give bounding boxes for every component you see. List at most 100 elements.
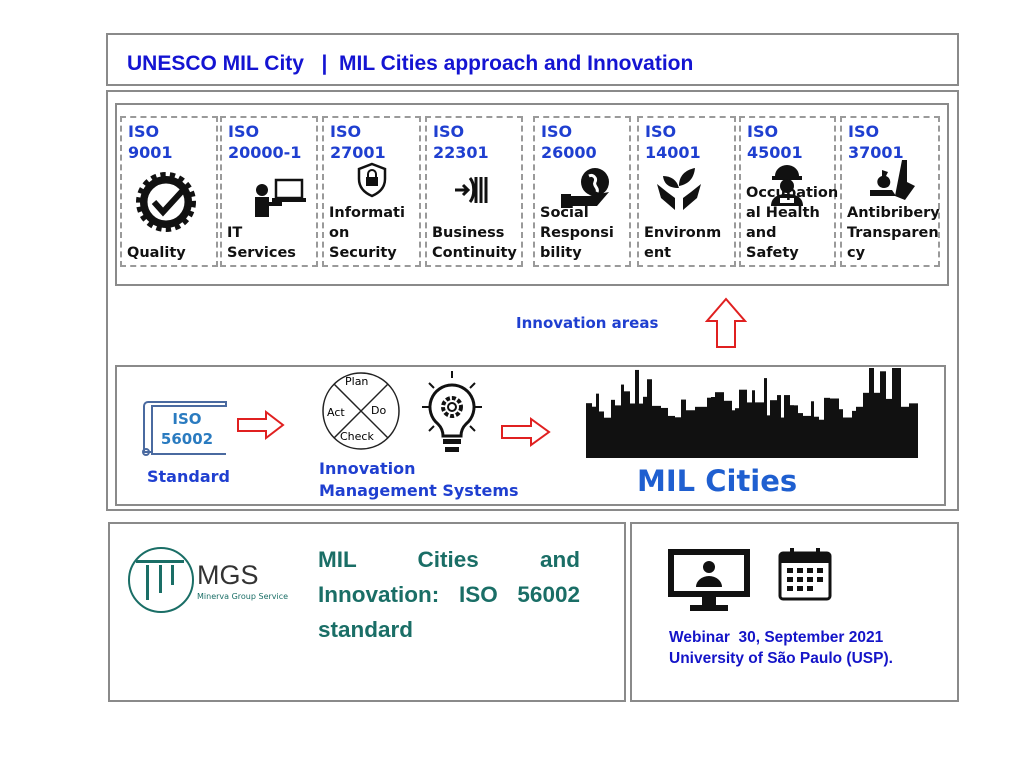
mil-cities-label: MIL Cities	[637, 464, 798, 498]
shield-lock-icon	[356, 162, 388, 202]
skyline-building	[611, 399, 615, 431]
header-box	[106, 33, 959, 86]
skyline-building	[615, 405, 621, 431]
mgs-logo	[128, 547, 194, 613]
skyline-building	[635, 369, 639, 431]
skyline-building	[764, 378, 767, 431]
skyline-building	[839, 409, 843, 431]
skyline-building	[592, 406, 596, 431]
globe-hand-icon	[559, 166, 615, 216]
skyline-building	[596, 393, 599, 431]
pdca-do: Do	[371, 404, 387, 417]
ims-label-line-1: Innovation	[319, 459, 416, 478]
skyline-building	[715, 392, 724, 431]
iso-code: ISO	[645, 122, 677, 141]
standard-label: Occupation al Health and Safety	[746, 185, 839, 261]
worker-icon	[765, 160, 809, 210]
up-arrow-icon	[705, 297, 747, 348]
scroll-line-2: 56002	[160, 430, 214, 448]
scroll-line-1: ISO	[172, 410, 202, 428]
skyline-building	[701, 406, 707, 431]
iso-number: 9001	[128, 143, 173, 162]
skyline-building	[675, 417, 681, 431]
skyline-building	[724, 400, 732, 431]
skyline-building	[686, 410, 695, 431]
skyline-building	[711, 397, 715, 431]
skyline-building	[852, 410, 856, 431]
iso-number: 14001	[645, 143, 701, 162]
header-title: UNESCO MIL City | MIL Cities approach an…	[127, 52, 694, 75]
iso-number: 45001	[747, 143, 803, 162]
iso-number: 20000-1	[228, 143, 302, 162]
iso-code: ISO	[433, 122, 465, 141]
title-card	[108, 522, 626, 702]
standard-label: Business Continuity	[432, 225, 517, 261]
pdca-cycle-diagram	[322, 372, 400, 450]
bribe-refusal-icon	[868, 158, 918, 208]
standard-label: IT Services	[227, 225, 296, 261]
skyline-building	[886, 398, 892, 431]
iso-code: ISO	[848, 122, 880, 141]
skyline-building	[695, 406, 701, 431]
skyline-building	[755, 402, 764, 431]
pdca-act: Act	[327, 406, 345, 419]
city-skyline-icon	[586, 368, 918, 458]
iso-number: 26000	[541, 143, 597, 162]
logo-name: MGS	[197, 560, 259, 590]
plant-hands-icon	[653, 166, 705, 216]
skyline-building	[639, 403, 643, 431]
skyline-building	[652, 405, 661, 431]
event-date: Webinar 30, September 2021	[669, 629, 884, 646]
skyline-building	[869, 368, 874, 431]
skyline-building	[880, 371, 886, 431]
right-arrow-icon	[237, 410, 285, 440]
skyline-building	[794, 405, 798, 431]
iso-number: 37001	[848, 143, 904, 162]
standard-label: Social Responsi bility	[540, 205, 614, 261]
skyline-building	[824, 397, 830, 431]
skyline-building	[647, 379, 652, 431]
skyline-building	[681, 399, 686, 431]
skyline-building	[811, 401, 814, 431]
skyline-building	[586, 403, 592, 431]
skyline-building	[856, 406, 863, 431]
skyline-building	[752, 390, 755, 431]
skyline-building	[668, 415, 675, 431]
webinar-monitor-icon	[668, 549, 750, 611]
iso-code: ISO	[228, 122, 260, 141]
skyline-building	[784, 395, 790, 431]
standard-label: Environm ent	[644, 225, 722, 261]
ims-label-line-2: Management Systems	[319, 481, 519, 500]
standard-label: Standard	[147, 467, 230, 486]
pdca-plan: Plan	[345, 375, 369, 388]
skyline-base	[586, 430, 918, 458]
right-arrow-icon	[501, 417, 551, 447]
iso-code: ISO	[330, 122, 362, 141]
skyline-building	[747, 402, 752, 431]
skyline-building	[863, 392, 869, 431]
skyline-building	[739, 389, 747, 431]
skyline-building	[767, 415, 770, 431]
event-venue: University of São Paulo (USP).	[669, 650, 893, 667]
standard-label: Quality	[127, 245, 186, 261]
skyline-building	[777, 395, 781, 431]
presentation-title: MIL Cities and Innovation: ISO 56002 sta…	[318, 547, 580, 642]
iso-number: 27001	[330, 143, 386, 162]
skyline-building	[770, 400, 777, 431]
standard-card-iso-20000-1: ISO 20000-1 IT Services	[220, 116, 318, 267]
innovation-areas-label: Innovation areas	[516, 314, 659, 332]
skyline-building	[643, 396, 647, 431]
skyline-building	[901, 406, 909, 431]
skyline-building	[621, 384, 624, 431]
lightbulb-gear-icon	[422, 371, 482, 452]
skyline-building	[819, 419, 824, 431]
logo-subtitle: Minerva Group Service	[197, 592, 289, 601]
skyline-building	[803, 415, 811, 431]
pdca-check: Check	[340, 430, 374, 443]
iso-code: ISO	[747, 122, 779, 141]
